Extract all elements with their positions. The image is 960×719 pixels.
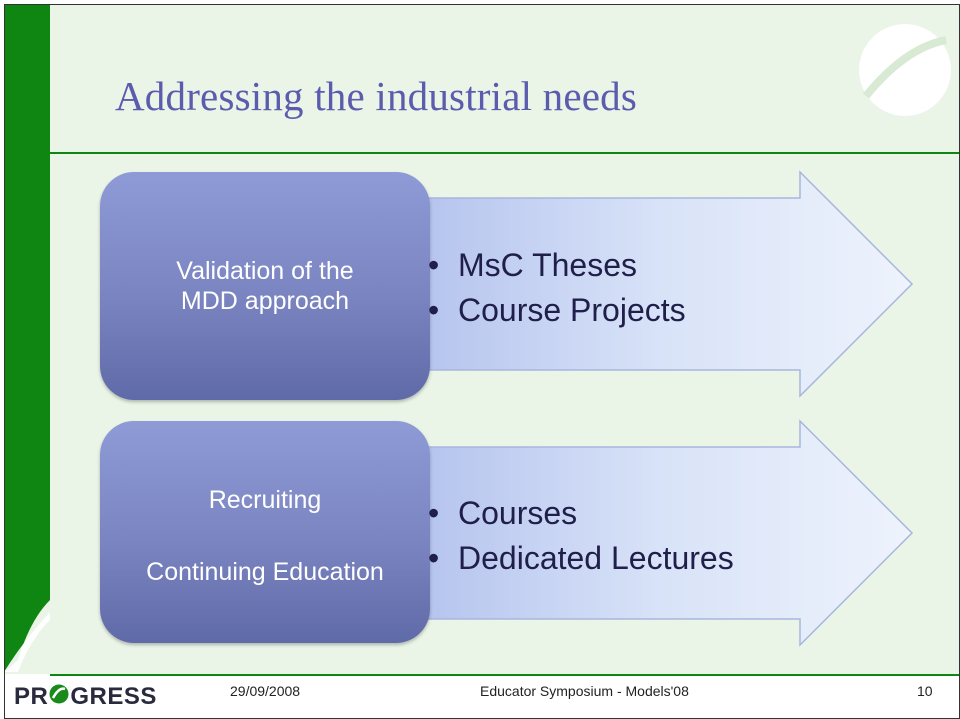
bullet-marker: • bbox=[428, 247, 440, 283]
progress-logo: PR GRESS bbox=[14, 683, 157, 712]
arrow-shape-1 bbox=[419, 170, 914, 398]
list-item: • MsC Theses bbox=[428, 243, 686, 288]
bullet-text: Dedicated Lectures bbox=[458, 540, 734, 576]
row-label-line: Continuing Education bbox=[146, 558, 384, 586]
leaf-logo-icon bbox=[48, 683, 70, 712]
decorative-circle-icon bbox=[859, 24, 951, 116]
row-label-box-1: Validation of the MDD approach bbox=[100, 172, 430, 400]
bullet-marker: • bbox=[428, 540, 440, 576]
bullet-text: Course Projects bbox=[458, 292, 686, 328]
row-label-line: MDD approach bbox=[180, 287, 350, 315]
footer-date: 29/09/2008 bbox=[230, 683, 301, 699]
bullet-text: Courses bbox=[458, 495, 578, 531]
bullet-marker: • bbox=[428, 292, 440, 328]
list-item: • Dedicated Lectures bbox=[428, 536, 734, 581]
row-label-box-2: Recruiting Continuing Education bbox=[100, 421, 430, 643]
list-item: • Course Projects bbox=[428, 288, 686, 333]
logo-text-left: PR bbox=[14, 683, 49, 710]
bullet-list-1: • MsC Theses • Course Projects bbox=[428, 243, 686, 333]
row-label-line: Validation of the bbox=[176, 257, 354, 285]
row-label-line: Recruiting bbox=[208, 486, 322, 514]
slide-title: Addressing the industrial needs bbox=[115, 73, 638, 119]
bullet-list-2: • Courses • Dedicated Lectures bbox=[428, 491, 734, 581]
logo-text-right: GRESS bbox=[70, 683, 157, 710]
bullet-text: MsC Theses bbox=[458, 247, 638, 283]
list-item: • Courses bbox=[428, 491, 734, 536]
footer-event: Educator Symposium - Models'08 bbox=[480, 683, 689, 699]
page-number: 10 bbox=[917, 683, 933, 699]
arrow-shape-2 bbox=[419, 419, 914, 647]
bullet-marker: • bbox=[428, 495, 440, 531]
